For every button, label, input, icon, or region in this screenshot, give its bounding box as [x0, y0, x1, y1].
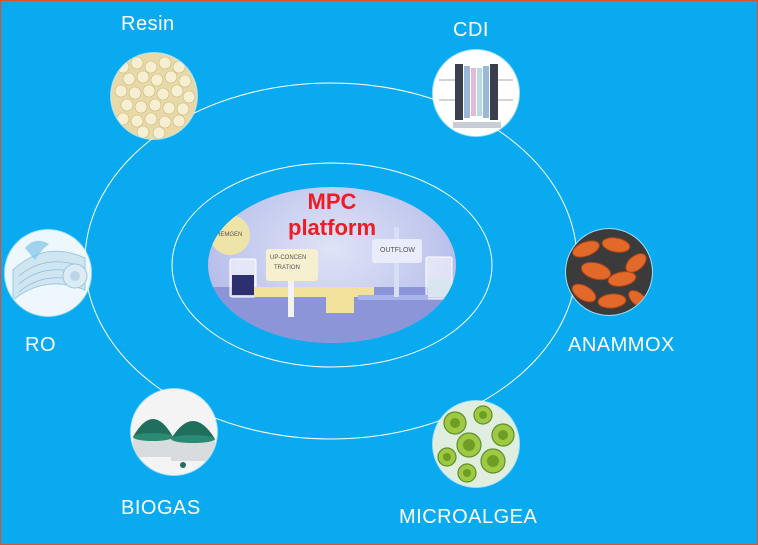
resin-node[interactable]: [111, 53, 197, 139]
biogas-node[interactable]: [131, 389, 217, 475]
ro-membrane-image: [5, 230, 91, 316]
anammox-node[interactable]: [566, 229, 652, 315]
microalgea-node[interactable]: [433, 401, 519, 487]
biogas-label: BIOGAS: [121, 497, 201, 519]
microalgae-cells-image: [433, 401, 519, 487]
cdi-label: CDI: [453, 19, 489, 41]
cdi-node[interactable]: [433, 50, 519, 136]
microalgea-label: MICROALGEA: [399, 506, 538, 528]
inner-orbit-ring: [171, 162, 493, 368]
cdi-cell-diagram-image: [433, 50, 519, 136]
upconcentration-sign-line1: UP-CONCEN: [270, 255, 307, 261]
resin-label: Resin: [121, 13, 175, 35]
center-title-line2: platform: [288, 215, 376, 240]
anammox-bacteria-image: [566, 229, 652, 315]
biogas-digester-image: [131, 389, 217, 475]
resin-beads-image: [111, 53, 197, 139]
mpc-platform-hub: MPC platform HEMGEN UP-CONCEN TRATION OU…: [208, 187, 456, 343]
upconcentration-sign-line2: TRATION: [274, 265, 300, 271]
center-title-line1: MPC: [307, 189, 357, 214]
mpc-platform-illustration: [208, 215, 456, 343]
small-sign-text: HEMGEN: [216, 232, 243, 238]
ro-node[interactable]: [5, 230, 91, 316]
ro-label: RO: [25, 334, 56, 356]
anammox-label: ANAMMOX: [568, 334, 675, 356]
outflow-sign-text: OUTFLOW: [380, 247, 415, 254]
